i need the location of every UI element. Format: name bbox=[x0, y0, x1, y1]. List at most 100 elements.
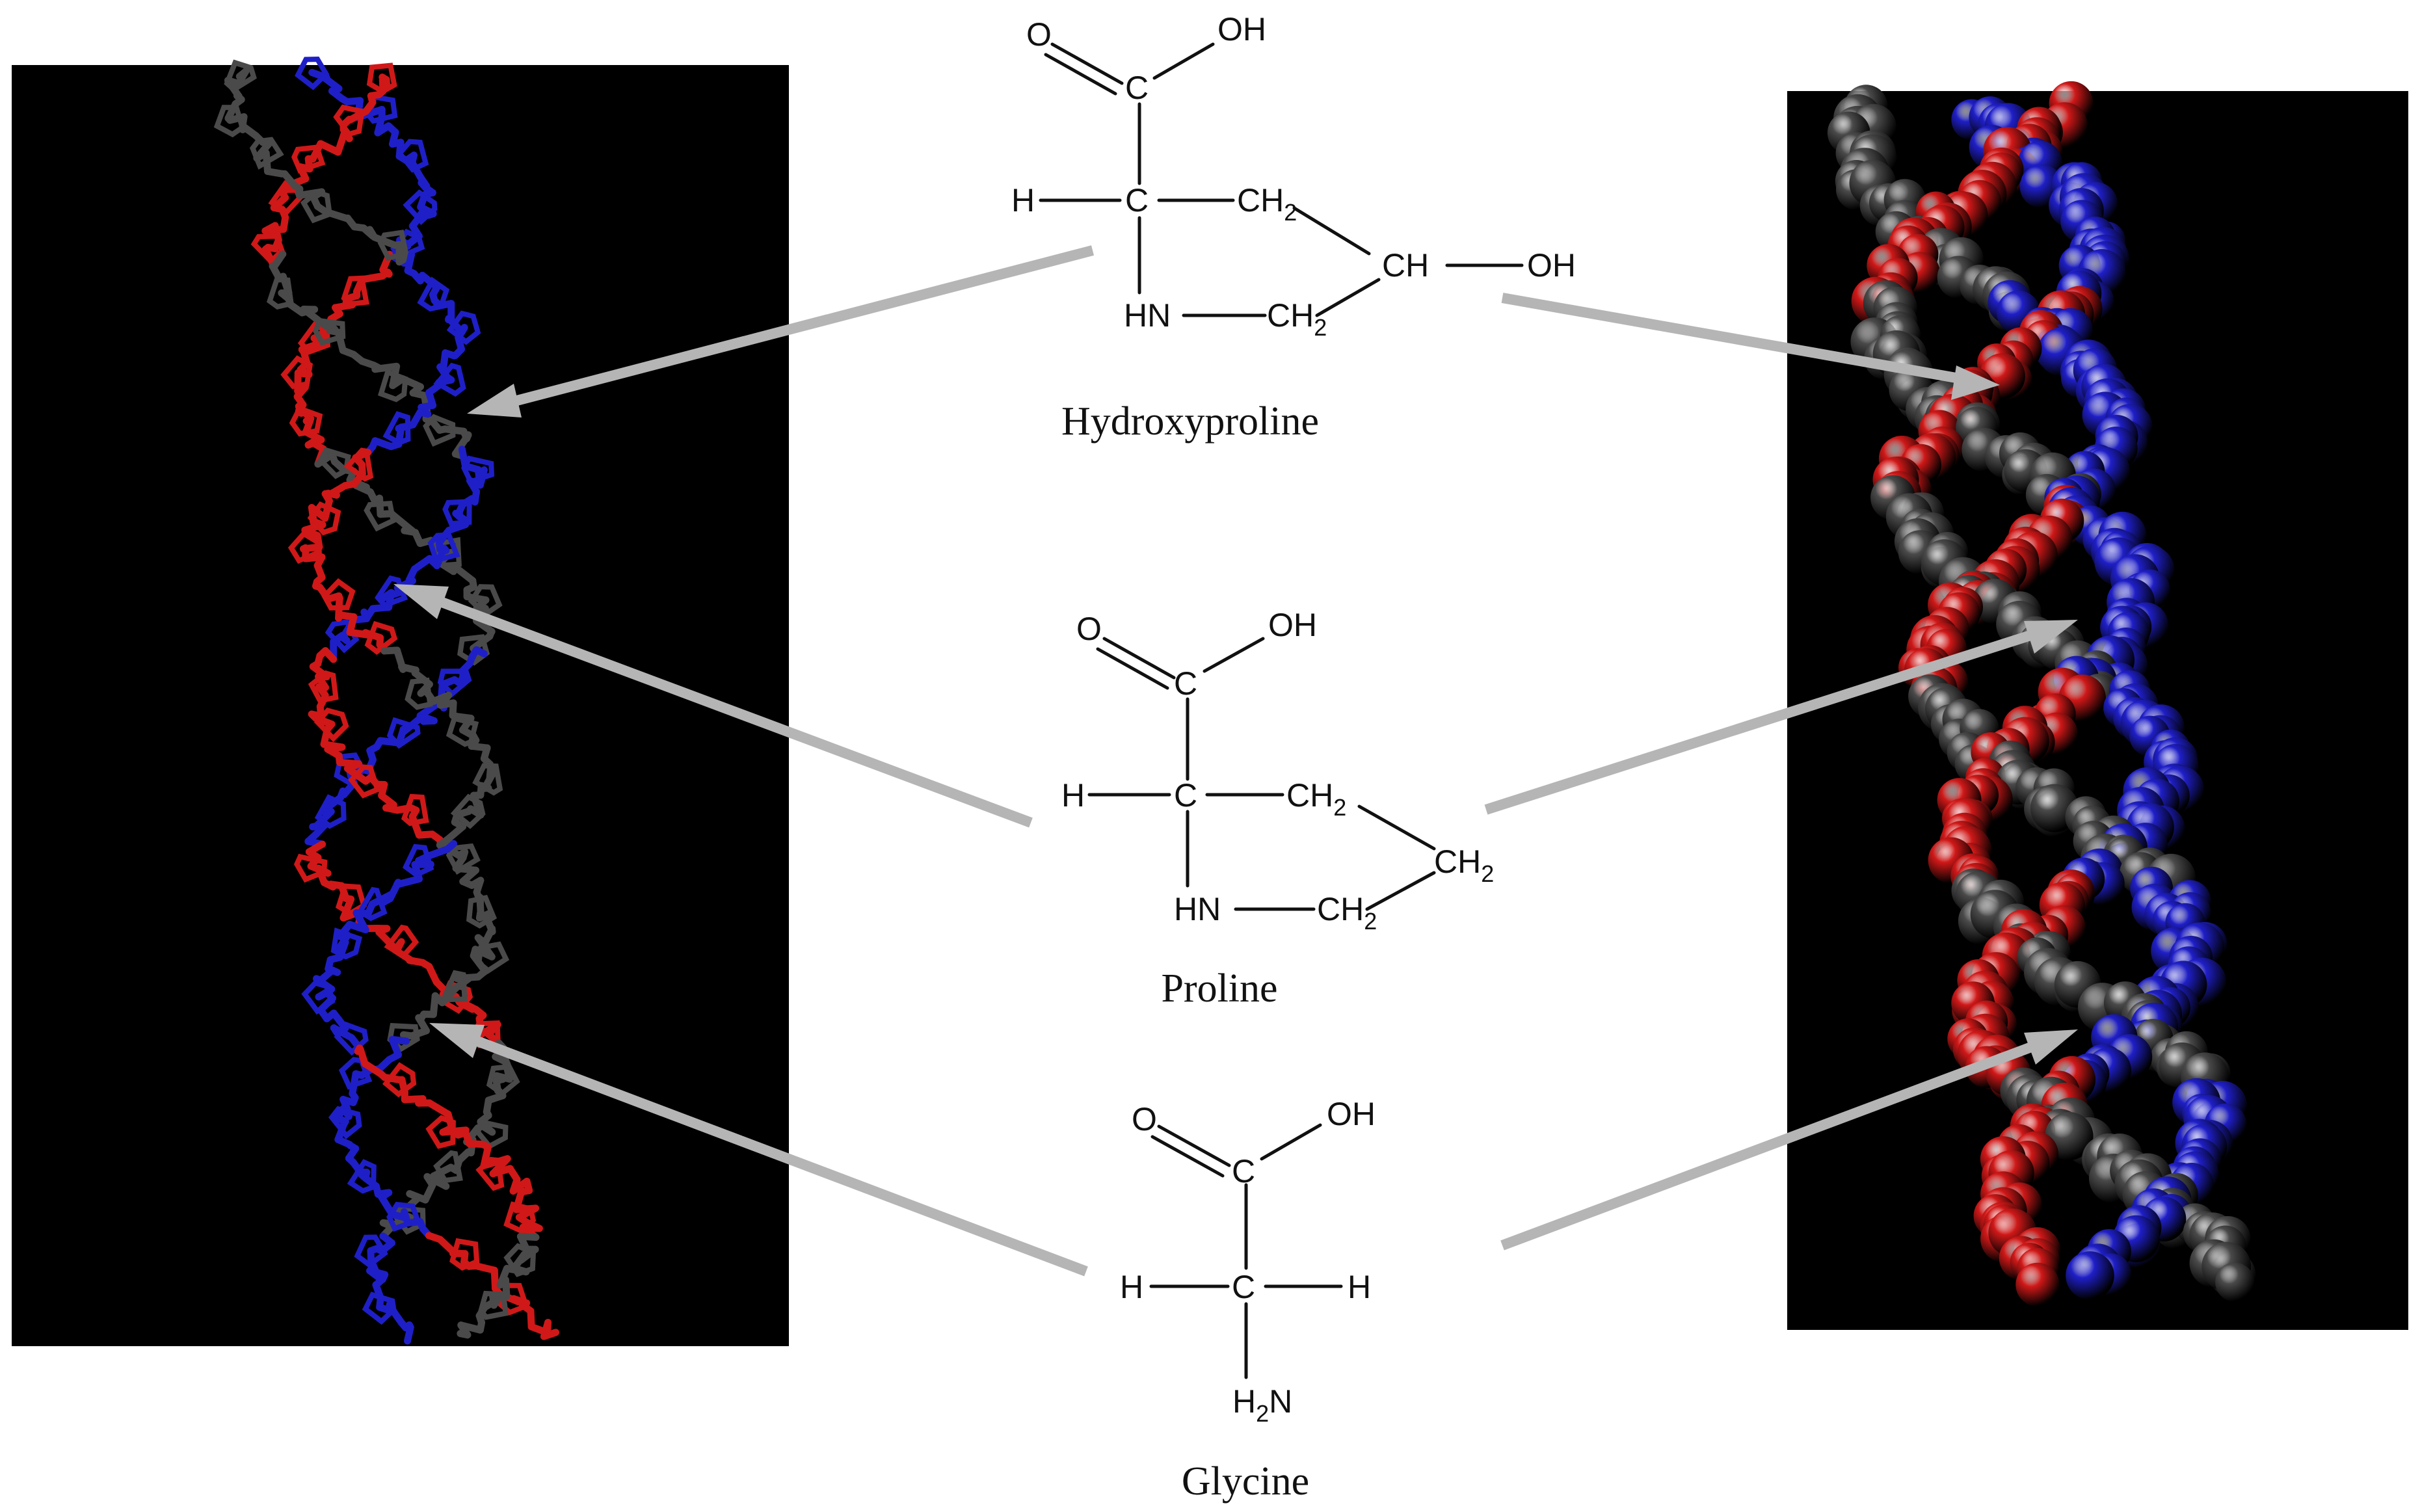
arrowhead bbox=[467, 384, 522, 418]
bond bbox=[1102, 637, 1176, 680]
stick-ring bbox=[364, 500, 397, 532]
stick-bond bbox=[371, 233, 399, 249]
space-filling-helix bbox=[1827, 81, 2256, 1306]
atom-label: CH2 bbox=[1267, 297, 1327, 341]
stick-ring bbox=[477, 1290, 509, 1320]
stick-bond bbox=[451, 431, 472, 458]
stick-bond bbox=[321, 207, 352, 222]
stick-ring bbox=[266, 276, 295, 310]
atom-label: OH bbox=[1217, 11, 1266, 47]
stick-model-panel bbox=[12, 57, 789, 1346]
arrow-hydroxyproline-to-sphere bbox=[1501, 293, 1972, 386]
stick-ring bbox=[472, 763, 503, 796]
stick-bond bbox=[404, 1323, 414, 1345]
atom-label: H bbox=[1061, 777, 1085, 814]
arrows bbox=[393, 245, 2078, 1277]
stick-ring bbox=[348, 764, 381, 799]
atom-label: CH2 bbox=[1317, 891, 1377, 935]
arrowhead bbox=[393, 584, 449, 619]
atom-label: CH2 bbox=[1434, 843, 1494, 887]
bond bbox=[1260, 1123, 1322, 1161]
atom-label: C bbox=[1232, 1269, 1255, 1305]
atom-label: O bbox=[1026, 16, 1052, 53]
stick-ring bbox=[321, 578, 356, 611]
bond bbox=[1157, 1124, 1231, 1167]
atom-label: O bbox=[1076, 611, 1102, 647]
bond bbox=[1150, 1135, 1225, 1178]
stick-ring bbox=[450, 793, 486, 829]
atom-label: C bbox=[1125, 70, 1149, 106]
atom-label: H bbox=[1011, 182, 1035, 219]
stick-ring bbox=[387, 1023, 420, 1052]
stick-ring bbox=[433, 362, 466, 397]
atom-label: CH2 bbox=[1286, 777, 1346, 821]
stick-ring bbox=[314, 794, 347, 829]
stick-ring bbox=[213, 105, 246, 138]
stick-ring bbox=[476, 941, 510, 974]
bond bbox=[1152, 42, 1215, 80]
stick-ring bbox=[486, 1063, 520, 1097]
atom-label: H bbox=[1348, 1269, 1371, 1305]
atom-label: HN bbox=[1174, 891, 1221, 927]
stick-ring bbox=[377, 230, 410, 261]
arrowhead bbox=[429, 1023, 485, 1058]
bond bbox=[1365, 871, 1436, 911]
stick-ring bbox=[295, 57, 330, 90]
arrow-proline-to-stick bbox=[421, 590, 1033, 828]
stick-ring bbox=[403, 189, 438, 225]
stick-ring bbox=[475, 1156, 505, 1191]
atom-label: HN bbox=[1124, 297, 1171, 334]
atom-label: CH bbox=[1382, 247, 1429, 284]
stick-ring bbox=[386, 1201, 421, 1232]
bond bbox=[1044, 53, 1117, 96]
stick-ring bbox=[446, 310, 481, 345]
stick-ring bbox=[468, 584, 503, 618]
stick-ring bbox=[382, 1062, 417, 1098]
stick-ring bbox=[313, 707, 349, 743]
stick-ring bbox=[293, 853, 328, 883]
bond bbox=[1292, 206, 1371, 256]
bond bbox=[1315, 278, 1381, 317]
stick-ring bbox=[328, 1106, 362, 1139]
atom-sphere bbox=[2215, 1262, 2255, 1302]
stick-ring bbox=[343, 447, 374, 482]
bond bbox=[1050, 42, 1124, 85]
atom-label: CH2 bbox=[1237, 182, 1297, 226]
stick-bond bbox=[457, 1330, 472, 1339]
stick-ring bbox=[312, 317, 346, 346]
stick-ring bbox=[425, 1115, 456, 1149]
atom-label: C bbox=[1174, 665, 1197, 702]
stick-ring bbox=[423, 414, 456, 447]
arrow-proline-to-sphere bbox=[1484, 624, 2051, 815]
atom-label: O bbox=[1132, 1101, 1157, 1137]
arrowhead bbox=[2024, 1029, 2078, 1065]
molecule-name: Proline bbox=[1161, 966, 1277, 1011]
arrow-hydroxyproline-to-stick bbox=[492, 245, 1095, 412]
stick-bond bbox=[540, 1329, 560, 1340]
atom-label: C bbox=[1125, 182, 1149, 219]
stick-ring bbox=[317, 447, 351, 479]
stick-ring bbox=[297, 321, 331, 355]
stick-ring bbox=[330, 927, 363, 960]
atom-label: OH bbox=[1527, 247, 1576, 284]
molecule-name: Glycine bbox=[1182, 1459, 1309, 1504]
stick-ring bbox=[333, 104, 366, 137]
stick-bond bbox=[425, 1099, 452, 1118]
atom-label: C bbox=[1232, 1153, 1255, 1189]
atom-label: OH bbox=[1268, 607, 1317, 643]
space-filling-model-panel bbox=[1787, 81, 2408, 1330]
proline-structure: O OH C H C CH2 CH2 HN CH2 Proline bbox=[1061, 607, 1494, 1011]
atom-label: H2N bbox=[1232, 1383, 1292, 1427]
atom-label: H bbox=[1120, 1269, 1143, 1305]
stick-ring bbox=[334, 1021, 369, 1056]
bond bbox=[1096, 647, 1169, 690]
stick-ring bbox=[442, 499, 472, 527]
arrowhead bbox=[2024, 620, 2078, 654]
stick-ring bbox=[433, 1150, 463, 1184]
atom-label: OH bbox=[1327, 1096, 1376, 1132]
stick-ring bbox=[356, 886, 388, 922]
arrowhead bbox=[1951, 365, 2000, 400]
atom-sphere bbox=[2066, 1251, 2114, 1300]
stick-panel-background bbox=[12, 65, 789, 1346]
